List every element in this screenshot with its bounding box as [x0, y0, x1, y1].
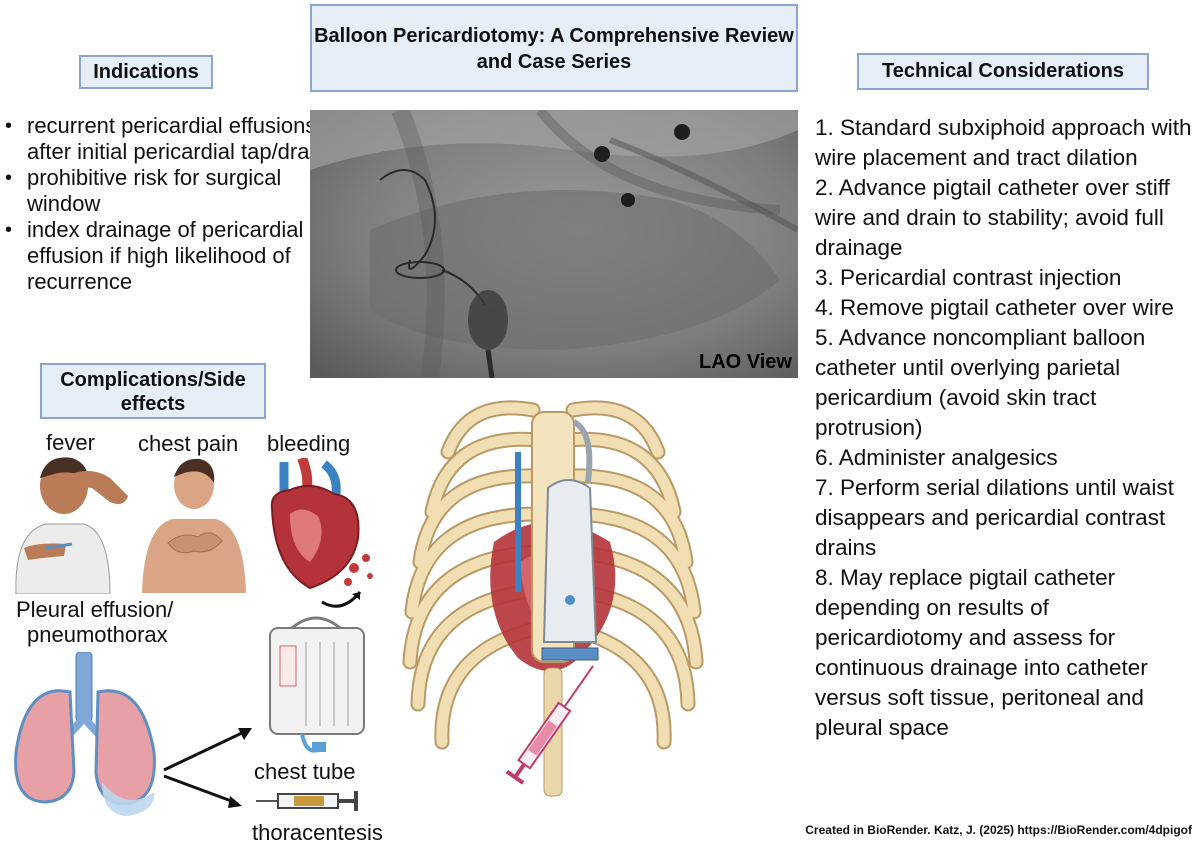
lungs-icon [14, 652, 156, 816]
indications-heading: Indications [79, 55, 213, 89]
indications-list: recurrent pericardial effusions after in… [0, 113, 339, 295]
complications-heading: Complications/Side effects [40, 363, 266, 419]
fluoroscopy-view-label: LAO View [699, 351, 792, 373]
fever-label: fever [46, 430, 95, 455]
credit-footer: Created in BioRender. Katz, J. (2025) ht… [805, 823, 1192, 837]
pneumothorax-label: pneumothorax [27, 622, 168, 647]
ultrasound-probe-icon [541, 419, 599, 661]
page-title: Balloon Pericardiotomy: A Comprehensive … [310, 4, 798, 92]
technical-steps-list: 1. Standard subxiphoid approach with wir… [815, 113, 1195, 743]
bleeding-heart-icon [270, 458, 373, 608]
indication-item: recurrent pericardial effusions after in… [5, 113, 339, 165]
chest-pain-label: chest pain [138, 431, 239, 456]
fever-person-icon [15, 457, 128, 594]
bleeding-label: bleeding [267, 431, 351, 456]
indication-item: index drainage of pericardial effusion i… [5, 217, 339, 295]
technical-step: 5. Advance noncompliant balloon catheter… [815, 325, 1146, 440]
rib-cage-illustration [402, 400, 704, 797]
arrows-icon [163, 728, 252, 808]
technical-step: 8. May replace pigtail catheter dependin… [815, 565, 1148, 740]
fluoroscopy-illustration [310, 110, 798, 378]
technical-step: 7. Perform serial dilations until waist … [815, 475, 1174, 560]
indication-item: prohibitive risk for surgical window [5, 165, 339, 217]
chest-tube-drainage-icon [269, 616, 365, 753]
technical-heading: Technical Considerations [857, 53, 1149, 90]
thoracentesis-label: thoracentesis [252, 820, 383, 845]
needle-syringe-icon [505, 665, 594, 785]
pleural-effusion-label: Pleural effusion/ [16, 597, 174, 622]
chest-pain-person-icon [142, 458, 246, 593]
technical-step: 1. Standard subxiphoid approach with wir… [815, 115, 1192, 170]
chest-tube-label: chest tube [254, 759, 356, 784]
technical-step: 3. Pericardial contrast injection [815, 265, 1122, 290]
syringe-icon [256, 791, 358, 811]
technical-step: 4. Remove pigtail catheter over wire [815, 295, 1174, 320]
technical-step: 2. Advance pigtail catheter over stiff w… [815, 175, 1170, 260]
technical-step: 6. Administer analgesics [815, 445, 1058, 470]
fluoroscopy-image: LAO View [310, 110, 798, 378]
